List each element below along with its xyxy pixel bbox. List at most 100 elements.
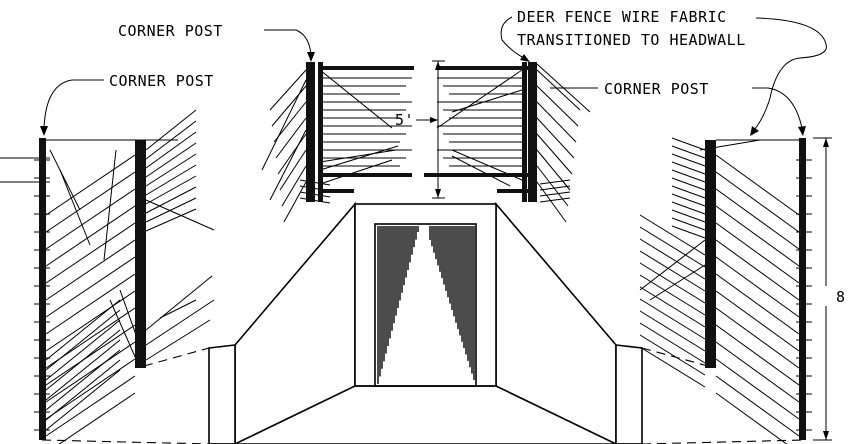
fence-wire-line xyxy=(715,256,800,318)
fence-wire-line xyxy=(45,359,121,421)
fence-post-right-inner xyxy=(705,140,716,368)
fence-wire-line xyxy=(45,256,136,318)
fence-wire-line xyxy=(671,145,706,159)
fence-wire-line xyxy=(671,161,706,175)
fence-wire-line xyxy=(539,191,571,197)
fence-wire-line xyxy=(269,69,307,111)
fence-wire-line xyxy=(45,341,136,403)
culvert-headwall xyxy=(208,201,643,444)
fence-wire-line xyxy=(277,133,307,175)
fence-wire-line xyxy=(451,155,511,187)
fence-wire-line xyxy=(536,101,577,143)
fence-wire-line xyxy=(145,142,197,178)
fence-wire-line xyxy=(45,154,136,216)
fence-wire-line xyxy=(639,310,706,352)
fence-wire-line xyxy=(715,392,788,444)
fence-wire-line xyxy=(269,129,307,201)
dimension-5ft: 5' xyxy=(395,60,445,199)
fence-wire-line xyxy=(639,298,706,340)
fence-wire-line xyxy=(145,197,197,223)
fence-wire-line xyxy=(536,85,579,127)
fence-wire-line xyxy=(639,226,706,268)
top-left-fence-wire-fabric xyxy=(261,69,412,223)
fabric-label-line2: TRANSITIONED TO HEADWALL xyxy=(517,31,746,49)
fence-wire-line xyxy=(45,324,136,386)
fence-wire-line xyxy=(715,222,800,284)
fence-wire-line xyxy=(275,117,307,159)
fence-wire-line xyxy=(639,346,706,388)
upper-fence-rails xyxy=(318,66,529,193)
label-corner-post-right: CORNER POST xyxy=(550,80,806,136)
fence-wire-line xyxy=(45,309,121,371)
fence-wire-line xyxy=(45,339,121,401)
fence-post-top-left-inner xyxy=(318,62,323,202)
fence-wire-line xyxy=(45,171,136,233)
fence-wire-line xyxy=(649,264,706,301)
fence-wire-line xyxy=(145,275,213,331)
fence-wire-line xyxy=(145,319,211,361)
fence-wire-line xyxy=(539,197,571,203)
fence-wire-line xyxy=(45,349,121,411)
fence-wire-line xyxy=(58,392,136,444)
fence-wire-line xyxy=(261,79,307,171)
fence-wire-line xyxy=(671,153,706,167)
fence-wire-line xyxy=(536,69,581,111)
fence-wire-line xyxy=(45,375,136,437)
corner-post-left-outer xyxy=(39,138,46,440)
fence-wire-line xyxy=(281,165,307,207)
corner-post-left-label: CORNER POST xyxy=(109,72,214,90)
fence-wire-line xyxy=(145,199,215,231)
fence-post-top-right-inner xyxy=(522,62,527,202)
fence-wire-line xyxy=(45,329,121,391)
label-corner-post-left: CORNER POST xyxy=(40,72,214,136)
culvert-opening-hatching xyxy=(377,226,475,384)
fence-wire-line xyxy=(539,179,571,185)
fence-wire-line xyxy=(45,239,136,301)
fence-wire-line xyxy=(145,131,197,169)
fence-wire-line xyxy=(715,239,800,301)
fence-wire-line xyxy=(49,149,81,211)
fence-wire-line xyxy=(639,286,706,328)
fence-wire-line xyxy=(671,225,706,239)
fence-wire-line xyxy=(715,307,800,369)
fence-wire-line xyxy=(436,69,523,129)
fence-wire-line xyxy=(639,214,706,256)
fence-wire-line xyxy=(45,273,136,335)
fence-wire-line xyxy=(536,181,567,223)
fence-wire-line xyxy=(45,369,121,431)
fence-post-left-inner xyxy=(135,140,146,368)
fence-wire-line xyxy=(671,177,706,191)
dimension-label-5ft: 5' xyxy=(395,111,414,129)
fence-wire-line xyxy=(319,149,397,163)
fence-wire-line xyxy=(671,193,706,207)
fence-wire-line xyxy=(536,117,575,159)
fence-wire-line xyxy=(715,205,800,267)
fence-wire-line xyxy=(283,181,307,223)
fence-wire-line xyxy=(319,69,393,129)
right-fence-wire-fabric xyxy=(639,137,812,444)
fence-wire-line xyxy=(45,319,121,381)
fence-wire-line xyxy=(319,145,399,171)
corner-post-right-label: CORNER POST xyxy=(604,80,709,98)
fence-wire-line xyxy=(159,299,197,319)
fence-wire-line xyxy=(671,209,706,223)
fence-wire-line xyxy=(639,239,706,291)
fence-wire-line xyxy=(59,169,91,246)
corner-post-top-label: CORNER POST xyxy=(118,22,223,40)
fence-wire-line xyxy=(639,250,706,292)
fence-wire-line xyxy=(715,154,800,216)
fence-wire-line xyxy=(45,222,136,284)
fence-wire-line xyxy=(639,238,706,280)
fence-wire-line xyxy=(319,159,393,185)
fence-wire-line xyxy=(145,109,197,151)
label-corner-post-top: CORNER POST xyxy=(118,22,315,62)
fence-wire-line xyxy=(671,169,706,183)
label-deer-fence-fabric: DEER FENCE WIRE FABRIC TRANSITIONED TO H… xyxy=(500,8,827,136)
fence-wire-line xyxy=(715,188,800,250)
corner-post-right-outer xyxy=(799,138,806,440)
fence-wire-line xyxy=(671,201,706,215)
fence-wire-line xyxy=(639,322,706,364)
fence-posts xyxy=(39,62,806,440)
fence-wire-line xyxy=(271,85,307,127)
fence-wire-line xyxy=(715,171,800,233)
